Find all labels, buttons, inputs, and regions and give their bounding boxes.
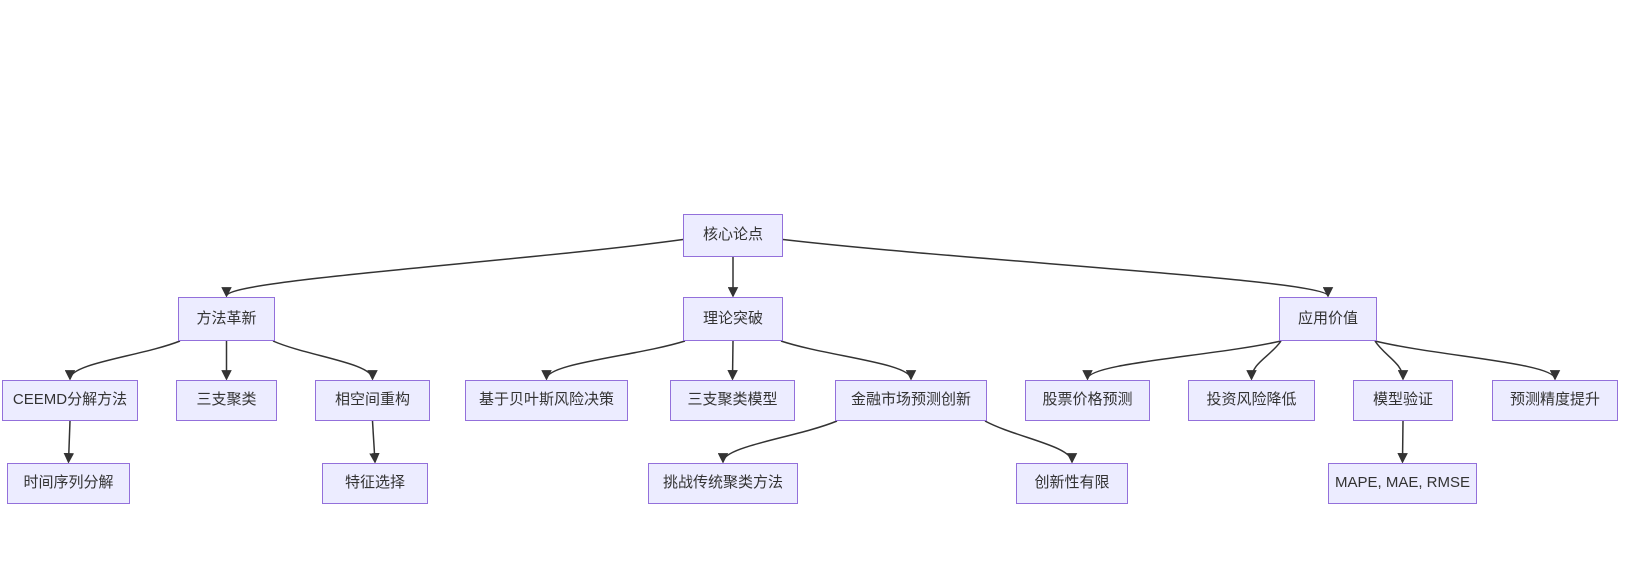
edge-method-ceemd bbox=[64, 340, 181, 381]
node-label-challenge: 挑战传统聚类方法 bbox=[662, 474, 783, 492]
node-label-method: 方法革新 bbox=[196, 309, 257, 327]
node-label-core: 核心论点 bbox=[702, 226, 763, 244]
node-label-timeseries: 时间序列分解 bbox=[23, 474, 114, 492]
node-precision: 预测精度提升 bbox=[1492, 380, 1618, 421]
edge-core-method bbox=[221, 238, 684, 298]
edge-application-invest bbox=[1246, 340, 1282, 381]
edge-theory-finance bbox=[780, 340, 917, 381]
edge-finance-limited bbox=[984, 420, 1078, 464]
node-validate: 模型验证 bbox=[1353, 380, 1453, 421]
node-label-precision: 预测精度提升 bbox=[1509, 391, 1600, 409]
node-invest: 投资风险降低 bbox=[1188, 380, 1315, 421]
edge-phase-feature bbox=[369, 420, 380, 464]
edge-method-phase bbox=[272, 340, 378, 381]
node-limited: 创新性有限 bbox=[1016, 463, 1128, 504]
node-model3w: 三支聚类模型 bbox=[670, 380, 795, 421]
node-label-invest: 投资风险降低 bbox=[1206, 391, 1297, 409]
node-label-theory: 理论突破 bbox=[702, 309, 763, 327]
edge-finance-challenge bbox=[717, 420, 838, 464]
edge-application-stock bbox=[1082, 340, 1282, 381]
edge-ceemd-timeseries bbox=[63, 420, 75, 464]
edge-application-validate bbox=[1374, 340, 1409, 381]
node-label-phase: 相空间重构 bbox=[334, 391, 410, 409]
edge-validate-mape bbox=[1397, 420, 1408, 464]
node-ceemd: CEEMD分解方法 bbox=[2, 380, 138, 421]
node-label-model3w: 三支聚类模型 bbox=[687, 391, 778, 409]
node-label-validate: 模型验证 bbox=[1372, 391, 1433, 409]
node-label-feature: 特征选择 bbox=[344, 474, 405, 492]
node-label-limited: 创新性有限 bbox=[1034, 474, 1110, 492]
node-phase: 相空间重构 bbox=[315, 380, 430, 421]
node-core: 核心论点 bbox=[683, 214, 783, 257]
edge-application-precision bbox=[1374, 340, 1561, 381]
node-label-ceemd: CEEMD分解方法 bbox=[12, 391, 128, 409]
node-timeseries: 时间序列分解 bbox=[7, 463, 130, 504]
node-finance: 金融市场预测创新 bbox=[835, 380, 987, 421]
node-theory: 理论突破 bbox=[683, 297, 783, 341]
node-bayes: 基于贝叶斯风险决策 bbox=[465, 380, 628, 421]
edge-theory-model3w bbox=[727, 340, 738, 381]
node-label-mape: MAPE, MAE, RMSE bbox=[1334, 474, 1471, 492]
edge-theory-bayes bbox=[541, 340, 686, 381]
edge-core-application bbox=[782, 238, 1334, 298]
node-application: 应用价值 bbox=[1279, 297, 1377, 341]
node-threeway: 三支聚类 bbox=[176, 380, 277, 421]
node-stock: 股票价格预测 bbox=[1025, 380, 1150, 421]
node-challenge: 挑战传统聚类方法 bbox=[648, 463, 798, 504]
node-method: 方法革新 bbox=[178, 297, 275, 341]
node-label-threeway: 三支聚类 bbox=[196, 391, 257, 409]
node-mape: MAPE, MAE, RMSE bbox=[1328, 463, 1477, 504]
node-label-bayes: 基于贝叶斯风险决策 bbox=[478, 391, 614, 409]
node-label-application: 应用价值 bbox=[1297, 309, 1358, 327]
node-label-finance: 金融市场预测创新 bbox=[850, 391, 971, 409]
node-label-stock: 股票价格预测 bbox=[1042, 391, 1133, 409]
node-feature: 特征选择 bbox=[322, 463, 428, 504]
